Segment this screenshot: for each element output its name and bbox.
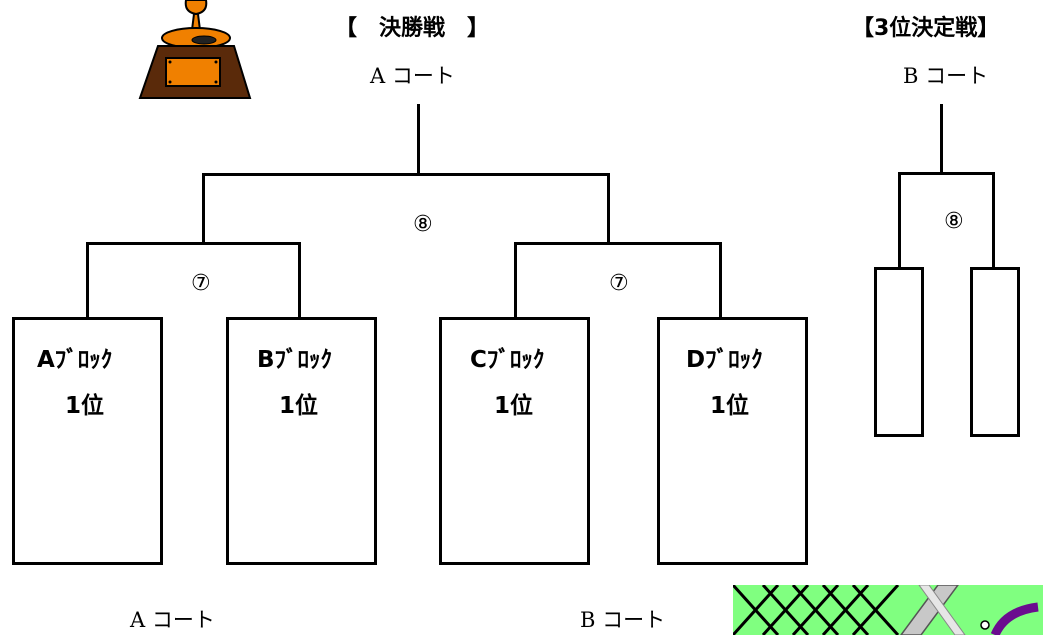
block-box-a: Aﾌﾞﾛｯｸ 1位 [12, 317, 163, 565]
block-name: Dﾌﾞﾛｯｸ [686, 347, 763, 373]
bracket-line [514, 242, 722, 245]
block-name: Cﾌﾞﾛｯｸ [470, 347, 545, 373]
block-box-c: Cﾌﾞﾛｯｸ 1位 [439, 317, 590, 565]
bracket-line [719, 242, 722, 320]
bottom-court-label-b: B コート [580, 608, 666, 632]
block-rank: 1位 [65, 393, 105, 419]
round-number-left: ⑦ [191, 271, 211, 296]
bracket-line [298, 242, 301, 320]
block-box-d: Dﾌﾞﾛｯｸ 1位 [657, 317, 808, 565]
third-place-box-left [874, 267, 924, 437]
block-rank: 1位 [710, 393, 750, 419]
final-court-label: A コート [370, 64, 455, 88]
trophy-icon [138, 0, 252, 99]
block-rank: 1位 [279, 393, 319, 419]
bracket-line [514, 242, 517, 320]
bracket-line [898, 172, 995, 175]
third-place-box-right [970, 267, 1020, 437]
bracket-line [940, 104, 943, 174]
block-name: Aﾌﾞﾛｯｸ [37, 347, 113, 373]
tennis-court-image [733, 585, 1043, 635]
bracket-line [417, 104, 420, 176]
block-name: Bﾌﾞﾛｯｸ [257, 347, 333, 373]
final-title: 【 決勝戦 】 [335, 16, 490, 41]
bracket-line [202, 173, 205, 245]
bracket-line [607, 173, 610, 245]
bracket-line [86, 242, 89, 320]
bracket-line [86, 242, 301, 245]
block-rank: 1位 [494, 393, 534, 419]
round-number-third-place: ⑧ [944, 209, 964, 234]
block-box-b: Bﾌﾞﾛｯｸ 1位 [226, 317, 377, 565]
bracket-line [992, 172, 995, 269]
round-number-final: ⑧ [413, 212, 433, 237]
bracket-line [202, 173, 610, 176]
third-place-court-label: B コート [903, 64, 989, 88]
round-number-right: ⑦ [609, 271, 629, 296]
third-place-title: 【3位決定戦】 [852, 16, 1000, 41]
bottom-court-label-a: A コート [130, 608, 215, 632]
bracket-line [898, 172, 901, 269]
